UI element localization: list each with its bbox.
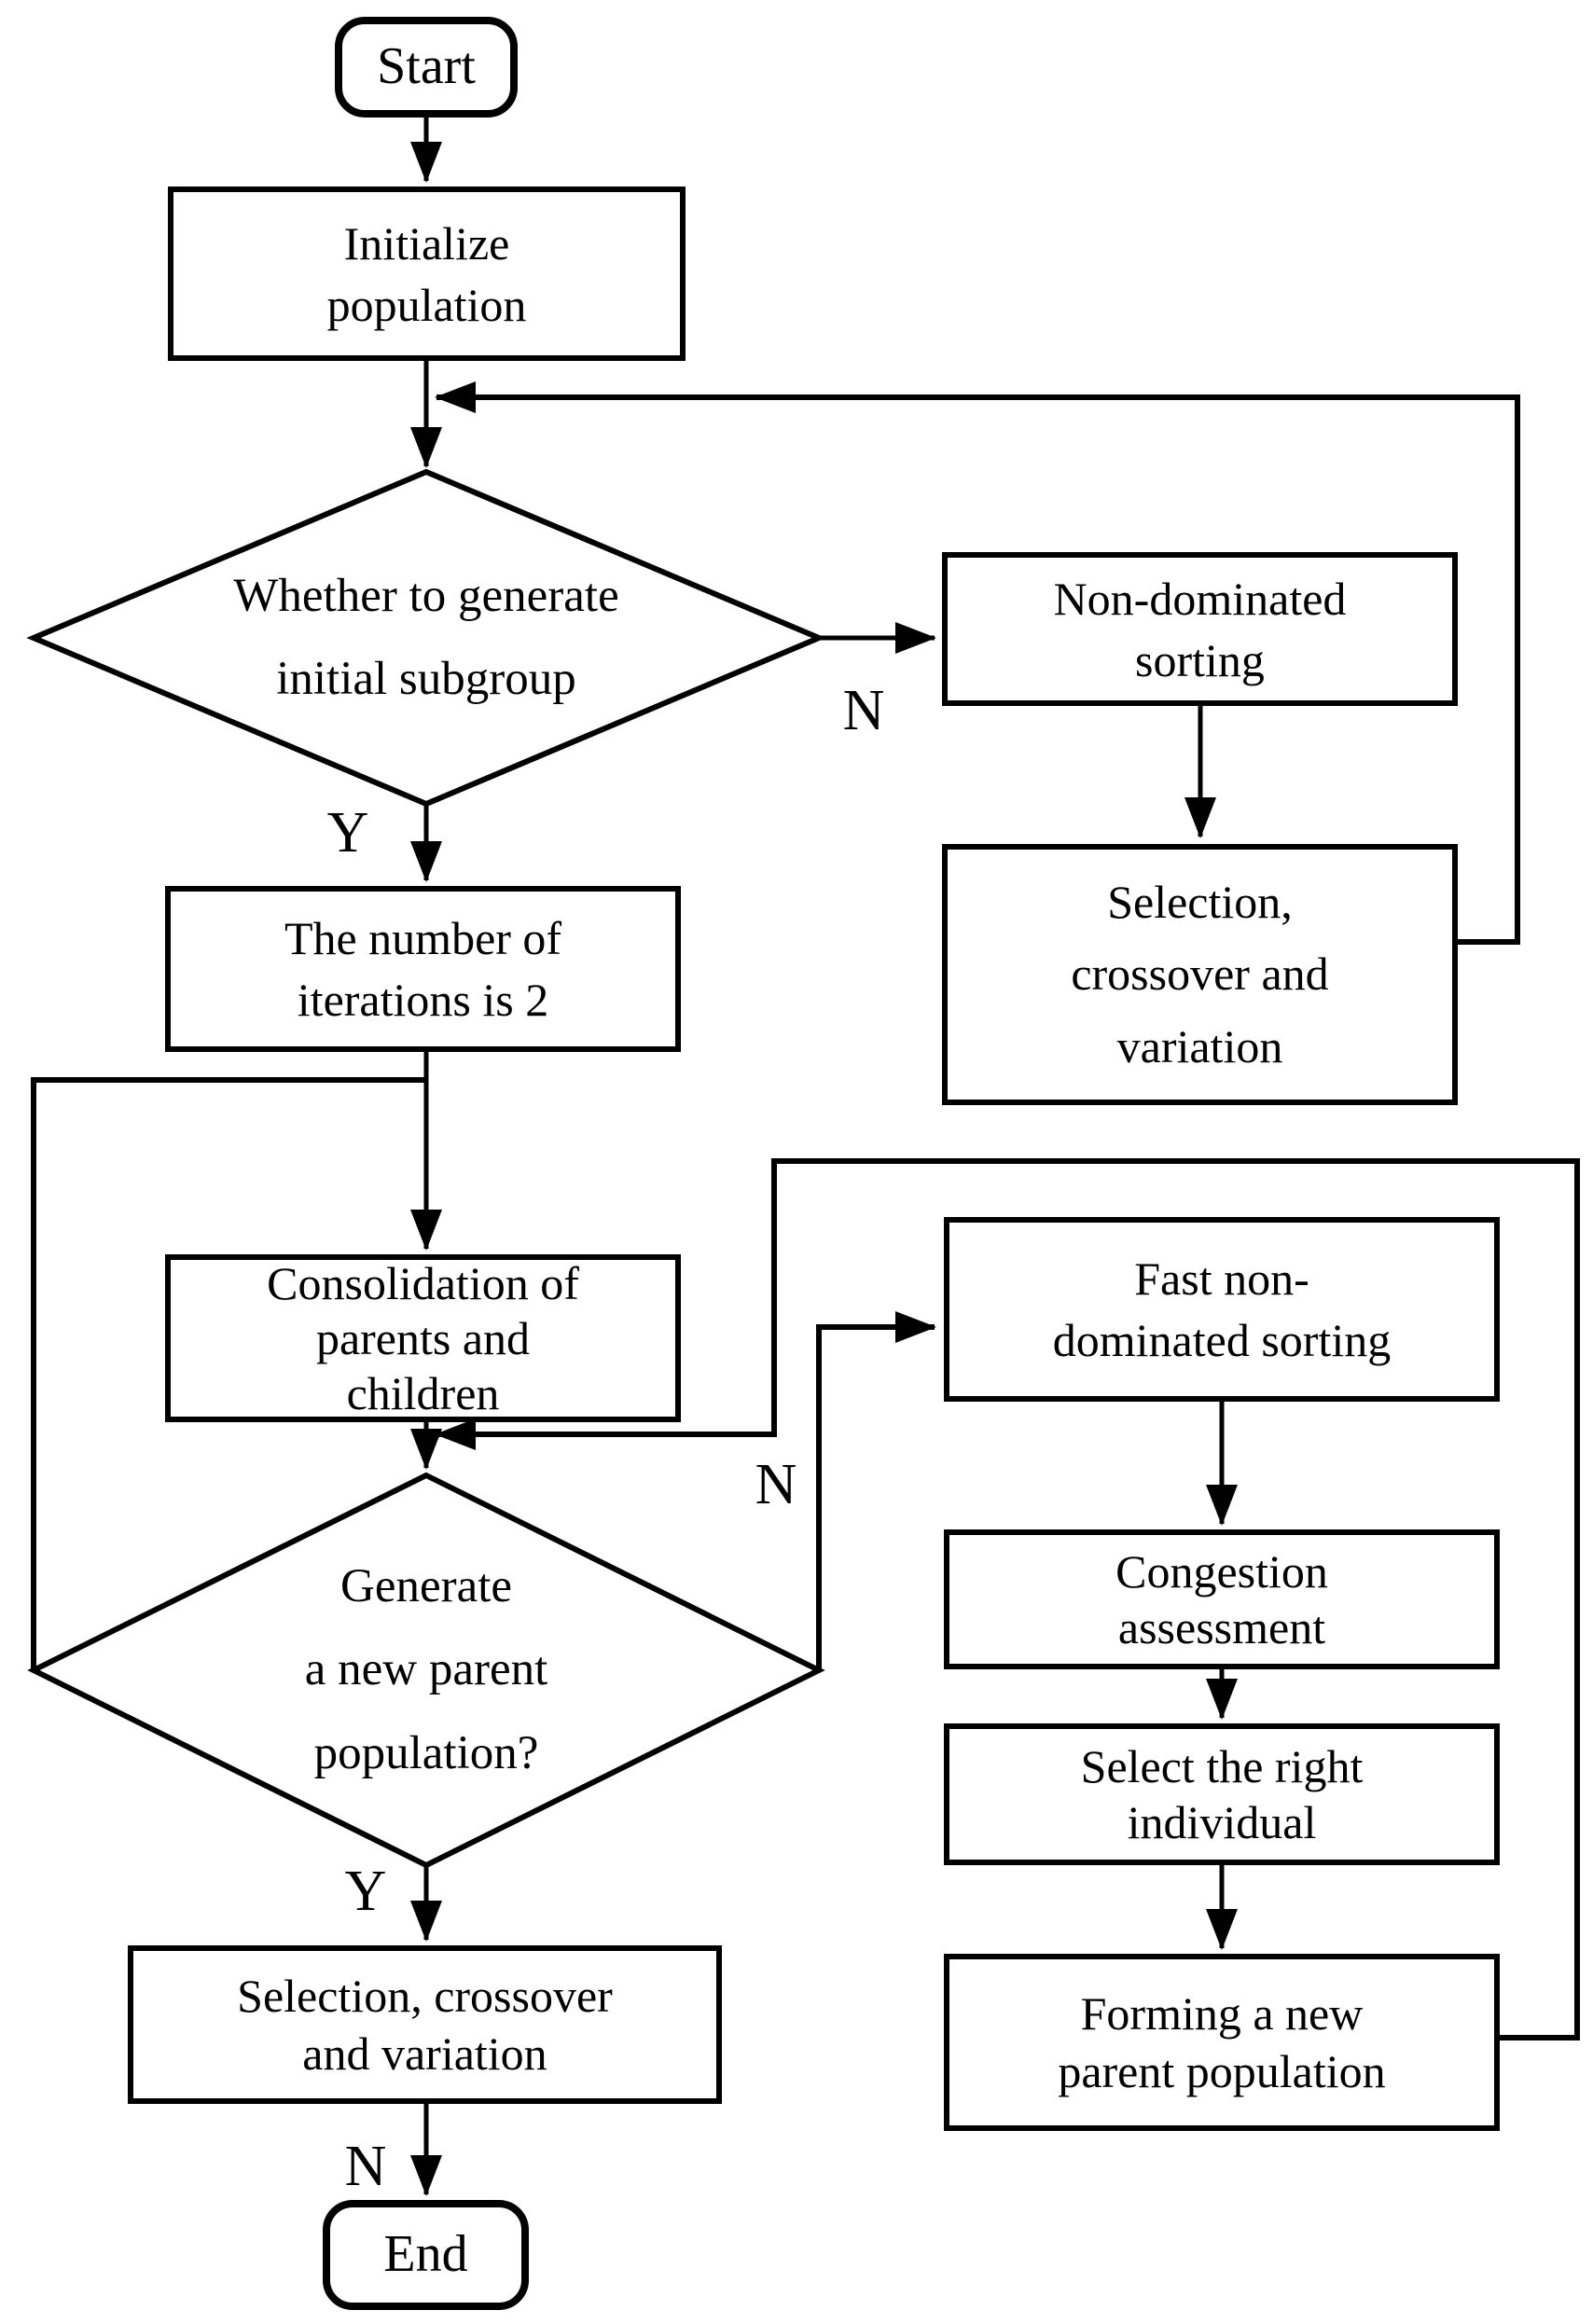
edge-feedback-top-loop bbox=[435, 381, 1520, 945]
edge-generate-no bbox=[816, 1311, 936, 1670]
whether-no-label: N bbox=[842, 678, 885, 742]
initialize-population-node: Initialize population bbox=[168, 187, 686, 361]
congestion-assessment-node: Congestion assessment bbox=[944, 1529, 1500, 1669]
start-node: Start bbox=[335, 17, 518, 118]
edge-forming-loop bbox=[435, 1158, 1580, 2040]
fast-non-dominated-sorting-node: Fast non- dominated sorting bbox=[944, 1217, 1500, 1402]
end-node: End bbox=[323, 2200, 529, 2310]
generate-new-parent-decision-label: Generate a new parent population? bbox=[304, 1560, 548, 1779]
whether-subgroup-decision-label: Whether to generate initial subgroup bbox=[233, 569, 619, 705]
before-end-no-label: N bbox=[344, 2134, 387, 2198]
decision-generate-new-parent-shape bbox=[27, 1472, 825, 1869]
consolidation-node: Consolidation of parents and children bbox=[165, 1254, 681, 1422]
non-dominated-sorting-node: Non-dominated sorting bbox=[942, 552, 1458, 706]
select-right-individual-node: Select the right individual bbox=[944, 1723, 1500, 1865]
whether-yes-label: Y bbox=[326, 800, 369, 865]
iterations-is-2-node: The number of iterations is 2 bbox=[165, 886, 681, 1052]
edge-left-rail bbox=[31, 1077, 426, 1670]
decision-whether-subgroup-shape bbox=[26, 468, 826, 808]
generate-yes-label: Y bbox=[344, 1859, 387, 1923]
generate-no-label: N bbox=[755, 1452, 797, 1516]
selection-crossover-variation-right-node: Selection, crossover and variation bbox=[942, 844, 1458, 1105]
selection-crossover-variation-bottom-node: Selection, crossover and variation bbox=[128, 1945, 722, 2104]
forming-new-parent-node: Forming a new parent population bbox=[944, 1954, 1500, 2131]
